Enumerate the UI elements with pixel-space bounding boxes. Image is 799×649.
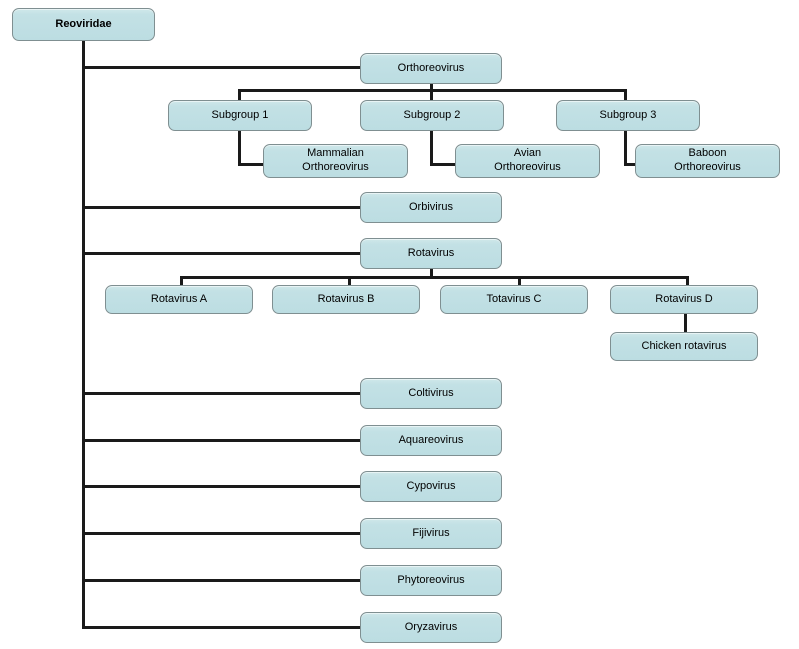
- node-label: Totavirus C: [486, 292, 542, 305]
- connector-to-orbivirus: [82, 206, 362, 209]
- node-reoviridae[interactable]: Reoviridae: [12, 8, 155, 41]
- connector-to-orthoreovirus: [82, 66, 362, 69]
- connector-totaC-stub: [518, 276, 521, 288]
- node-label: Baboon Orthoreovirus: [674, 147, 741, 173]
- node-label: Rotavirus A: [150, 292, 208, 305]
- node-label: Aquareovirus: [398, 433, 464, 446]
- node-label: Orbivirus: [408, 200, 453, 213]
- node-label: Rotavirus B: [317, 292, 375, 305]
- connector-rotaD-chicken: [684, 312, 687, 336]
- node-coltivirus[interactable]: Coltivirus: [360, 378, 502, 409]
- connector-to-rotavirus: [82, 252, 362, 255]
- connector-to-oryzavirus: [82, 626, 362, 629]
- connector-rotaA-stub: [180, 276, 183, 288]
- connector-to-phytoreovirus: [82, 579, 362, 582]
- node-label: Cypovirus: [406, 479, 456, 492]
- node-label: Fijivirus: [412, 526, 450, 539]
- connector-spine: [82, 41, 85, 628]
- node-baboon[interactable]: Baboon Orthoreovirus: [635, 144, 780, 178]
- connector-sg3-child-v: [624, 128, 627, 166]
- connector-ortho-drop: [430, 84, 433, 92]
- node-orthoreovirus[interactable]: Orthoreovirus: [360, 53, 502, 84]
- node-oryzavirus[interactable]: Oryzavirus: [360, 612, 502, 643]
- connector-rota-bar: [180, 276, 689, 279]
- node-aquareovirus[interactable]: Aquareovirus: [360, 425, 502, 456]
- connector-sg2-stub: [430, 89, 433, 103]
- node-rotavirusB[interactable]: Rotavirus B: [272, 285, 420, 314]
- node-label: Orthoreovirus: [397, 61, 465, 74]
- node-fijivirus[interactable]: Fijivirus: [360, 518, 502, 549]
- node-label: Avian Orthoreovirus: [494, 147, 561, 173]
- node-subgroup3[interactable]: Subgroup 3: [556, 100, 700, 131]
- connector-sg3-stub: [624, 89, 627, 103]
- node-subgroup1[interactable]: Subgroup 1: [168, 100, 312, 131]
- connector-sg1-child-h: [238, 163, 268, 166]
- node-label: Phytoreovirus: [397, 573, 465, 586]
- node-rotavirusD[interactable]: Rotavirus D: [610, 285, 758, 314]
- node-cypovirus[interactable]: Cypovirus: [360, 471, 502, 502]
- node-rotavirusA[interactable]: Rotavirus A: [105, 285, 253, 314]
- node-avian[interactable]: Avian Orthoreovirus: [455, 144, 600, 178]
- node-label: Coltivirus: [408, 386, 454, 399]
- connector-rotaD-stub: [686, 276, 689, 288]
- node-rotavirus[interactable]: Rotavirus: [360, 238, 502, 269]
- connector-to-coltivirus: [82, 392, 362, 395]
- node-orbivirus[interactable]: Orbivirus: [360, 192, 502, 223]
- connector-to-fijivirus: [82, 532, 362, 535]
- connector-sg2-child-h: [430, 163, 460, 166]
- connector-to-aquareovirus: [82, 439, 362, 442]
- node-label: Mammalian Orthoreovirus: [302, 147, 369, 173]
- connector-to-cypovirus: [82, 485, 362, 488]
- connector-sg2-child-v: [430, 128, 433, 166]
- node-label: Rotavirus: [407, 246, 455, 259]
- node-phytoreovirus[interactable]: Phytoreovirus: [360, 565, 502, 596]
- connector-sg1-child-v: [238, 128, 241, 166]
- node-label: Oryzavirus: [404, 620, 458, 633]
- node-label: Reoviridae: [55, 17, 112, 30]
- connector-sg1-stub: [238, 89, 241, 103]
- node-mammalian[interactable]: Mammalian Orthoreovirus: [263, 144, 408, 178]
- node-label: Rotavirus D: [655, 292, 713, 305]
- node-label: Subgroup 1: [211, 108, 269, 121]
- node-label: Chicken rotavirus: [641, 339, 727, 352]
- connector-sg3-child-h: [624, 163, 640, 166]
- connector-rota-drop: [430, 268, 433, 278]
- node-totavirusC[interactable]: Totavirus C: [440, 285, 588, 314]
- node-label: Subgroup 3: [599, 108, 657, 121]
- node-subgroup2[interactable]: Subgroup 2: [360, 100, 504, 131]
- node-chicken[interactable]: Chicken rotavirus: [610, 332, 758, 361]
- connector-rotaB-stub: [348, 276, 351, 288]
- node-label: Subgroup 2: [403, 108, 461, 121]
